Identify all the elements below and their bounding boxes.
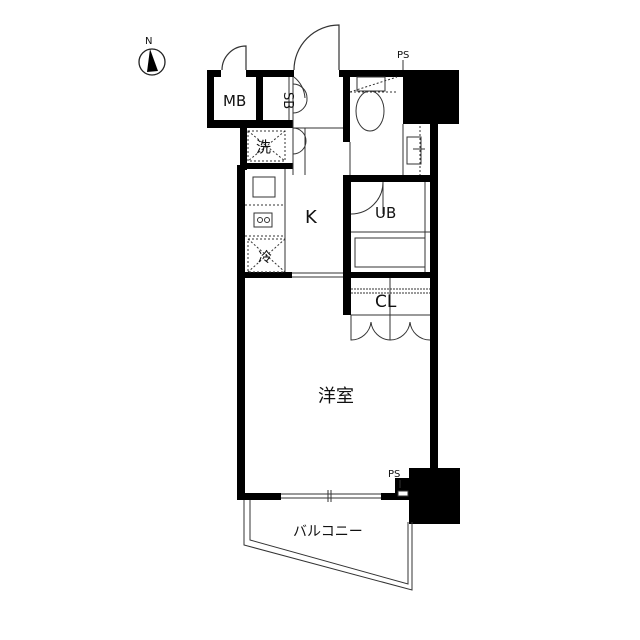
- label-ps-bottom: PS: [388, 469, 400, 480]
- label-sb: SB: [280, 92, 295, 109]
- walls: [207, 70, 460, 524]
- label-balcony: バルコニー: [293, 524, 363, 540]
- thin-lines: [243, 76, 431, 591]
- label-mb: MB: [223, 92, 246, 110]
- compass: N: [138, 36, 166, 76]
- label-closet: CL: [375, 292, 397, 312]
- label-western-room: 洋室: [318, 386, 354, 407]
- label-ps-top: PS: [397, 50, 409, 61]
- label-washer: 洗: [256, 138, 271, 156]
- label-fridge: 冷: [258, 250, 272, 266]
- label-unit-bath: UB: [375, 204, 396, 222]
- door-swings-top: [221, 24, 340, 71]
- compass-north-label: N: [145, 36, 152, 47]
- label-kitchen: K: [305, 207, 318, 228]
